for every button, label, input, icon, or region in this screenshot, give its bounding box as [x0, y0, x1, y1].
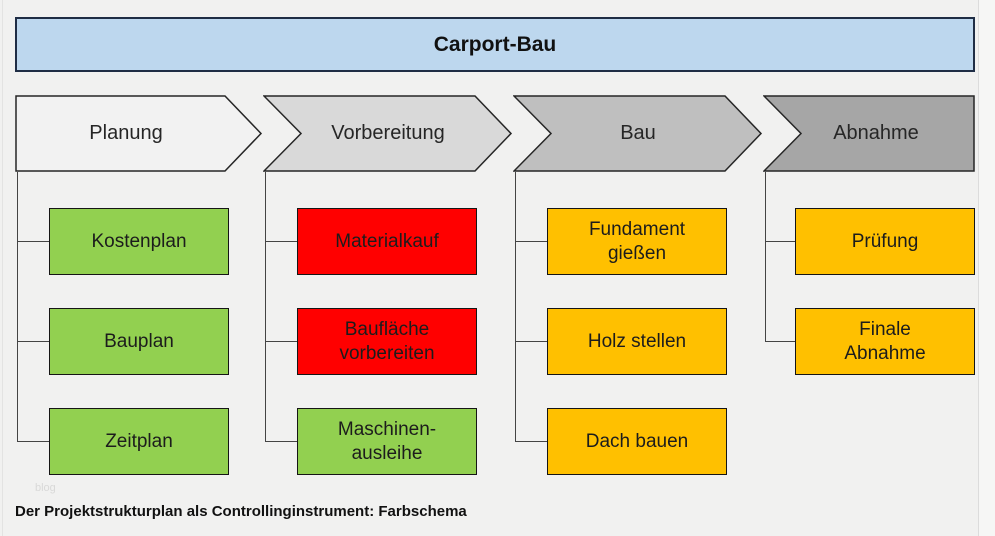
- task-label: Kostenplan: [91, 230, 187, 252]
- phase-arrow-abnahme: Abnahme: [763, 95, 975, 172]
- right-margin-strip: [978, 0, 995, 536]
- arrow-polygon: [263, 95, 513, 172]
- connector-stub: [17, 341, 49, 342]
- arrow-shape-planung: [15, 95, 263, 172]
- arrow-shape-abnahme: [763, 95, 975, 172]
- task-label: Finale Abnahme: [844, 319, 926, 364]
- task-label: Prüfung: [851, 230, 919, 252]
- arrow-polygon: [15, 95, 263, 172]
- task-box-kostenplan: Kostenplan: [49, 208, 229, 275]
- task-label: Holz stellen: [587, 330, 687, 352]
- task-label: Baufläche vorbereiten: [339, 319, 435, 364]
- task-label: Bauplan: [104, 330, 174, 352]
- task-box-materialkauf: Materialkauf: [297, 208, 477, 275]
- task-box-bauplan: Bauplan: [49, 308, 229, 375]
- diagram-caption: Der Projektstrukturplan als Controllingi…: [15, 503, 467, 520]
- phase-arrow-vorbereitung: Vorbereitung: [263, 95, 513, 172]
- connector-stub: [765, 341, 795, 342]
- connector-vertical-vorbereitung: [265, 172, 266, 441]
- task-box-holz-stellen: Holz stellen: [547, 308, 727, 375]
- arrow-shape-bau: [513, 95, 763, 172]
- task-box-dach-bauen: Dach bauen: [547, 408, 727, 475]
- diagram-title: Carport-Bau: [433, 32, 557, 56]
- connector-stub: [515, 341, 547, 342]
- phase-label-abnahme: Abnahme: [833, 122, 919, 144]
- task-label: Zeitplan: [105, 430, 173, 452]
- connector-stub: [265, 241, 297, 242]
- phase-label-bau: Bau: [620, 122, 656, 144]
- task-box-fundament-giessen: Fundament gießen: [547, 208, 727, 275]
- connector-stub: [17, 241, 49, 242]
- task-box-maschinenausleihe: Maschinen- ausleihe: [297, 408, 477, 475]
- task-label: Fundament gießen: [588, 219, 686, 264]
- connector-stub: [765, 241, 795, 242]
- task-label: Dach bauen: [585, 430, 689, 452]
- phase-arrow-bau: Bau: [513, 95, 763, 172]
- task-box-bauflaeche-vorbereiten: Baufläche vorbereiten: [297, 308, 477, 375]
- diagram-title-bar: Carport-Bau: [15, 17, 975, 72]
- task-label: Maschinen- ausleihe: [337, 419, 437, 464]
- connector-stub: [515, 241, 547, 242]
- task-box-pruefung: Prüfung: [795, 208, 975, 275]
- task-box-finale-abnahme: Finale Abnahme: [795, 308, 975, 375]
- connector-vertical-bau: [515, 172, 516, 441]
- arrow-polygon: [513, 95, 763, 172]
- watermark: blog: [35, 482, 56, 494]
- arrow-shape-vorbereitung: [263, 95, 513, 172]
- connector-stub: [265, 441, 297, 442]
- task-box-zeitplan: Zeitplan: [49, 408, 229, 475]
- connector-stub: [515, 441, 547, 442]
- task-label: Materialkauf: [335, 230, 439, 252]
- left-edge-line: [2, 0, 3, 536]
- phase-label-vorbereitung: Vorbereitung: [331, 122, 445, 144]
- phase-arrow-planung: Planung: [15, 95, 263, 172]
- connector-vertical-planung: [17, 172, 18, 441]
- connector-stub: [17, 441, 49, 442]
- connector-vertical-abnahme: [765, 172, 766, 341]
- phase-label-planung: Planung: [89, 122, 163, 144]
- arrow-polygon: [763, 95, 975, 172]
- connector-stub: [265, 341, 297, 342]
